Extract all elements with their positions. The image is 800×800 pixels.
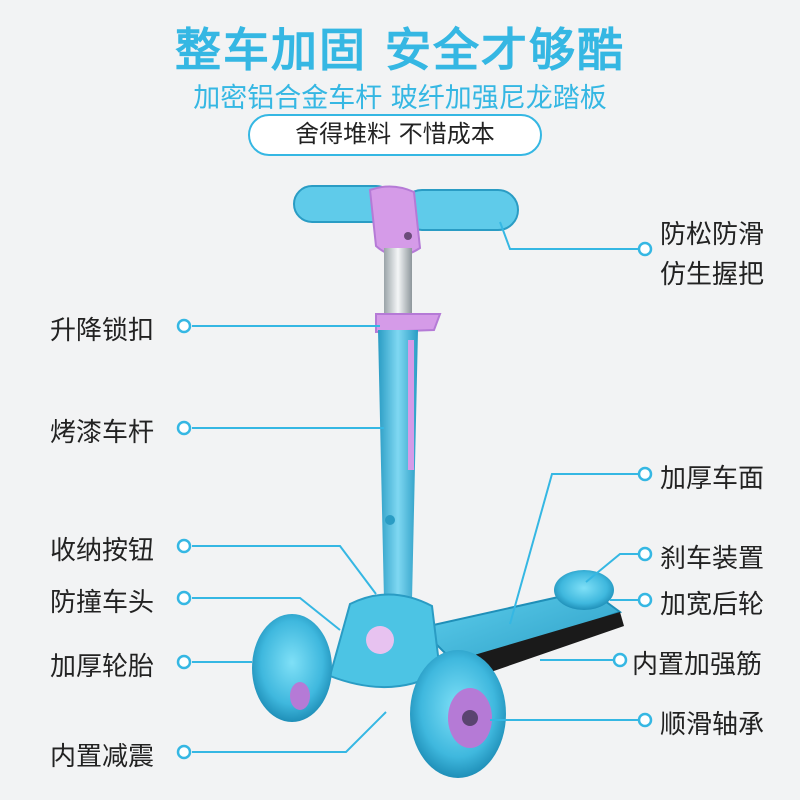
lift-lock [375,313,442,334]
label-bearing: 顺滑轴承 [660,710,765,740]
label-thick-deck: 加厚车面 [660,464,765,494]
label-grip-line1: 防松防滑 [660,220,765,250]
callout-dots [176,241,653,760]
upper-pole [384,248,412,314]
label-painted-pole: 烤漆车杆 [50,418,155,448]
rear-wheel [554,570,614,610]
front-left-wheel [252,614,332,722]
label-anti-collision-head: 防撞车头 [50,588,155,618]
label-brake: 刹车装置 [660,544,765,574]
callout-lines [192,221,645,753]
label-storage-button: 收纳按钮 [50,536,155,566]
label-damping: 内置减震 [50,742,155,772]
label-wide-rear-wheel: 加宽后轮 [660,590,765,620]
handle-clamp [368,185,422,257]
page-title: 整车加固 安全才够酷 [174,23,625,77]
label-thick-tire: 加厚轮胎 [50,652,155,682]
storage-button [385,515,395,525]
page-subtitle: 加密铝合金车杆 玻纤加强尼龙踏板 [193,83,607,114]
handlebar [293,185,519,257]
label-lift-lock: 升降锁扣 [50,316,155,346]
bearing [462,710,478,726]
label-reinforcement: 内置加强筋 [632,650,763,680]
tagline-badge: 舍得堆料 不惜成本 [248,114,542,156]
label-grip-line2: 仿生握把 [660,260,765,290]
